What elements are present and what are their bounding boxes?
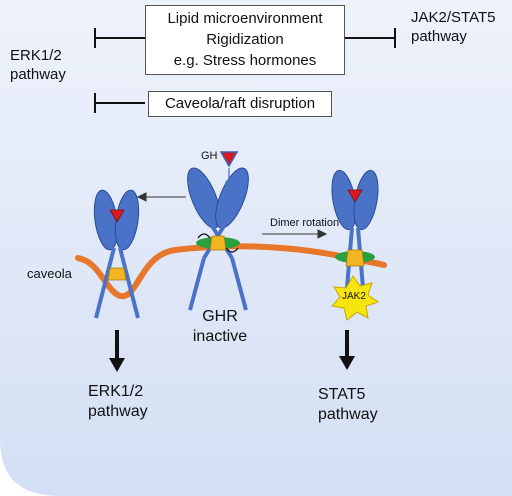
erk-top-line-2: pathway [10, 66, 66, 83]
inhibition-bar-icon [94, 93, 145, 113]
erk-bottom-label: ERK1/2 pathway [88, 382, 148, 422]
ghr-line-2: inactive [192, 328, 248, 345]
stat5-bottom-line-2: pathway [318, 406, 378, 423]
lipid-microenvironment-box: Lipid microenvironment Rigidization e.g.… [145, 5, 345, 75]
erk-top-label: ERK1/2 pathway [10, 46, 66, 84]
receptor-icon [187, 167, 249, 311]
stat5-bottom-line-1: STAT5 [318, 386, 366, 403]
inhibition-bar-icon [345, 28, 396, 48]
jak2-label: JAK2 [342, 291, 366, 302]
erk-bottom-line-1: ERK1/2 [88, 383, 144, 400]
arrow-icon [136, 192, 328, 239]
receptor-icon [93, 189, 140, 319]
erk-bottom-line-2: pathway [88, 403, 148, 420]
jak-top-line-1: JAK2/STAT5 [411, 9, 496, 26]
gh-label: GH [201, 150, 218, 162]
dimer-rotation-label: Dimer rotation [270, 217, 340, 229]
jak2-star-icon [331, 275, 380, 321]
erk-top-line-1: ERK1/2 [10, 47, 62, 64]
rotation-icon [197, 233, 211, 239]
jak-top-label: JAK2/STAT5 pathway [411, 8, 495, 46]
ghr-line-1: GHR [202, 308, 238, 325]
caveola-label: caveola [27, 266, 72, 281]
caveola-disruption-box: Caveola/raft disruption [148, 91, 332, 117]
caveola-box-label: Caveola/raft disruption [164, 95, 316, 112]
gh-triangle-icon [219, 151, 239, 187]
ghr-inactive-label: GHR inactive [190, 307, 250, 347]
rotation-icon [225, 247, 239, 253]
inhibition-bar-icon [94, 28, 145, 48]
receptor-icon [331, 169, 379, 301]
stat5-bottom-label: STAT5 pathway [318, 385, 378, 425]
jak-top-line-2: pathway [411, 28, 467, 45]
lipid-box-line-1: Lipid microenvironment [167, 10, 323, 27]
arrow-icon [109, 330, 355, 372]
lipid-box-line-3: e.g. Stress hormones [173, 52, 317, 69]
lipid-box-line-2: Rigidization [206, 31, 284, 48]
